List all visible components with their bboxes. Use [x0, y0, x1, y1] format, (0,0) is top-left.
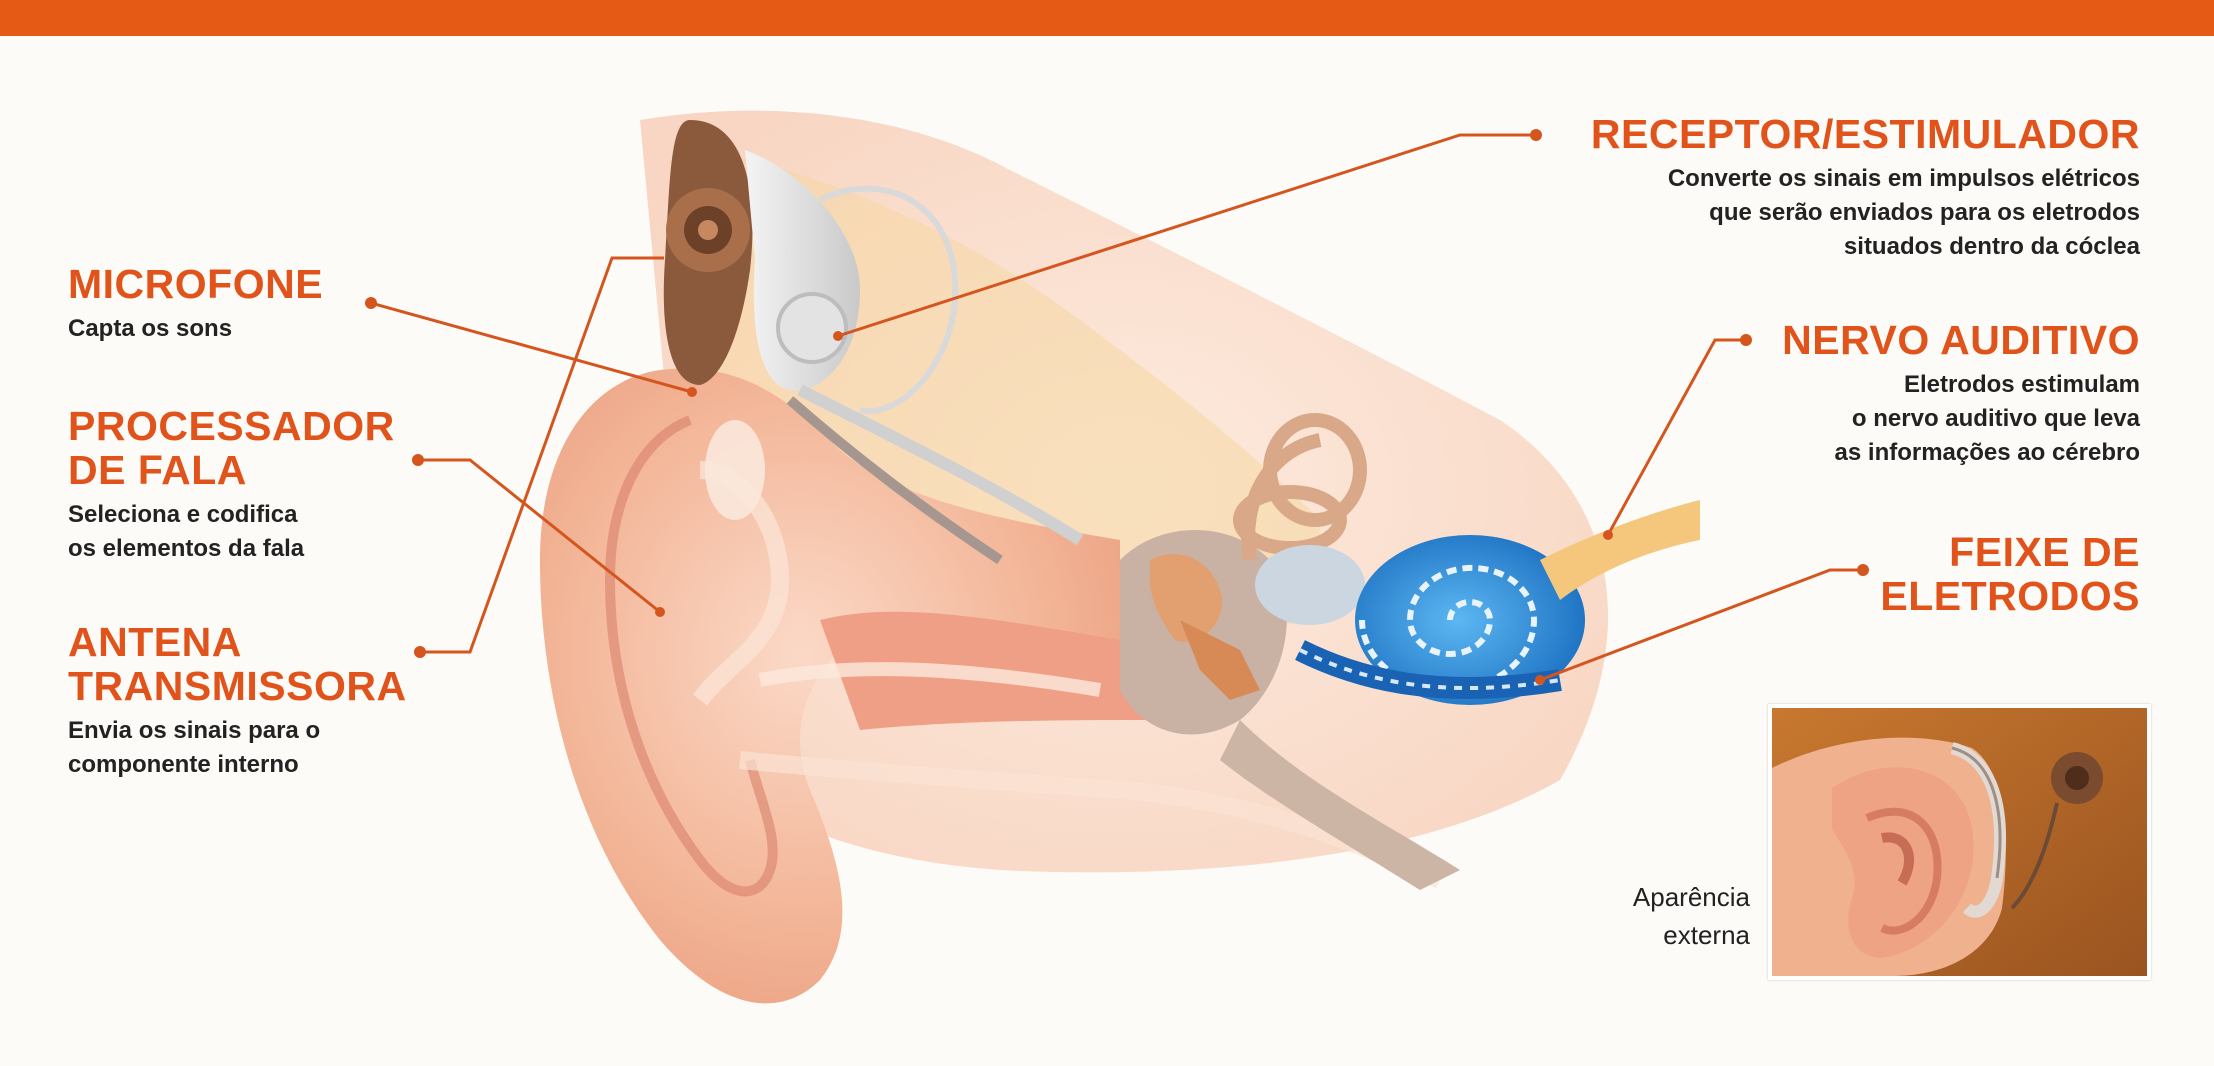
label-receptor-desc: Converte os sinais em impulsos elétricos…	[1440, 162, 2140, 264]
label-receptor-desc-3: situados dentro da cóclea	[1440, 230, 2140, 264]
label-nervo-desc: Eletrodos estimulam o nervo auditivo que…	[1620, 368, 2140, 470]
external-appearance-inset	[1768, 704, 2151, 980]
leader-microfone	[371, 303, 692, 392]
label-receptor: RECEPTOR/ESTIMULADOR Converte os sinais …	[1440, 112, 2140, 264]
inset-caption: Aparência externa	[1560, 878, 1750, 954]
label-feixe: FEIXE DE ELETRODOS	[1740, 530, 2140, 618]
label-microfone: MICROFONE Capta os sons	[68, 262, 323, 346]
label-receptor-desc-1: Converte os sinais em impulsos elétricos	[1440, 162, 2140, 196]
label-antena-desc: Envia os sinais para o componente intern…	[68, 714, 407, 782]
label-processador-desc-1: Seleciona e codifica	[68, 498, 395, 532]
label-feixe-title-2: ELETRODOS	[1740, 574, 2140, 618]
label-antena-title-2: TRANSMISSORA	[68, 664, 407, 708]
label-processador-desc-2: os elementos da fala	[68, 532, 395, 566]
label-nervo-desc-2: o nervo auditivo que leva	[1620, 402, 2140, 436]
inset-caption-1: Aparência	[1560, 878, 1750, 916]
label-microfone-title: MICROFONE	[68, 262, 323, 306]
label-nervo: NERVO AUDITIVO Eletrodos estimulam o ner…	[1620, 318, 2140, 470]
label-processador-title-2: DE FALA	[68, 448, 395, 492]
label-antena-desc-2: componente interno	[68, 748, 407, 782]
label-receptor-desc-2: que serão enviados para os eletrodos	[1440, 196, 2140, 230]
label-processador: PROCESSADOR DE FALA Seleciona e codifica…	[68, 404, 395, 566]
label-receptor-title: RECEPTOR/ESTIMULADOR	[1440, 112, 2140, 156]
label-antena-desc-1: Envia os sinais para o	[68, 714, 407, 748]
label-feixe-title-1: FEIXE DE	[1740, 530, 2140, 574]
label-nervo-title: NERVO AUDITIVO	[1620, 318, 2140, 362]
label-microfone-desc: Capta os sons	[68, 312, 323, 346]
label-processador-title-1: PROCESSADOR	[68, 404, 395, 448]
inset-caption-2: externa	[1560, 916, 1750, 954]
label-nervo-desc-1: Eletrodos estimulam	[1620, 368, 2140, 402]
label-processador-desc: Seleciona e codifica os elementos da fal…	[68, 498, 395, 566]
label-antena-title-1: ANTENA	[68, 620, 407, 664]
label-antena: ANTENA TRANSMISSORA Envia os sinais para…	[68, 620, 407, 782]
label-nervo-desc-3: as informações ao cérebro	[1620, 436, 2140, 470]
external-appearance-illustration	[1772, 708, 2147, 976]
